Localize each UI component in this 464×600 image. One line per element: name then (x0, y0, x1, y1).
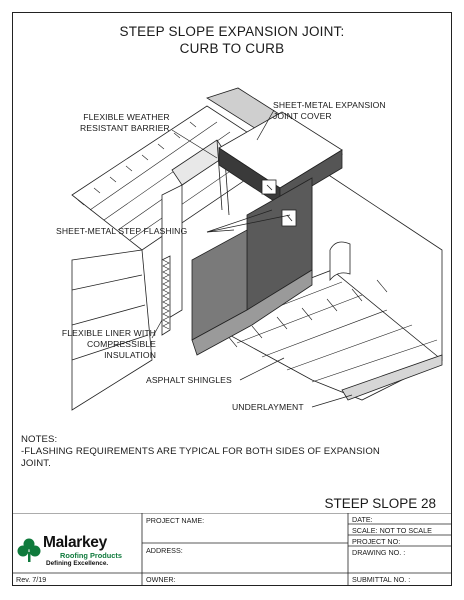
notes-heading: NOTES: (21, 434, 58, 445)
title-block-grid (12, 513, 452, 586)
project-name-label: PROJECT NAME: (146, 516, 205, 525)
sheet-border (12, 12, 452, 586)
liner-insulation-zigzag (162, 259, 170, 330)
shamrock-icon (17, 538, 41, 562)
flashing-curve (329, 241, 351, 282)
logo-name: Malarkey (43, 534, 107, 551)
callout-flexible-barrier-line1: FLEXIBLE WEATHER (83, 112, 170, 122)
notes-line1: -FLASHING REQUIREMENTS ARE TYPICAL FOR B… (21, 446, 380, 457)
notes-block: NOTES: -FLASHING REQUIREMENTS ARE TYPICA… (21, 434, 380, 470)
callout-step-flashing: SHEET-METAL STEP FLASHING (56, 226, 188, 236)
callout-underlayment: UNDERLAYMENT (232, 402, 304, 412)
step-flashing-base (191, 269, 313, 356)
drawing-subtitle: CURB TO CURB (179, 41, 285, 56)
address-label: ADDRESS: (146, 546, 183, 555)
logo-tagline: Defining Excellence. (46, 560, 109, 567)
expansion-joint-drawing (71, 87, 443, 411)
callout-joint-cover: SHEET-METAL EXPANSION JOINT COVER (273, 100, 386, 122)
leader-lines (151, 109, 353, 408)
owner-label: OWNER: (146, 575, 176, 584)
drawing-no-label: DRAWING NO. : (352, 548, 406, 557)
sheet-number: STEEP SLOPE 28 (324, 496, 436, 511)
project-no-label: PROJECT NO: (352, 537, 401, 546)
drawing-title: STEEP SLOPE EXPANSION JOINT: (119, 24, 345, 39)
logo-subtitle: Roofing Products (60, 551, 122, 560)
scale-label: SCALE: NOT TO SCALE (352, 526, 432, 535)
callout-flexible-liner: FLEXIBLE LINER WITH COMPRESSIBLE INSULAT… (32, 328, 156, 361)
callout-liner-line3: INSULATION (104, 350, 156, 360)
callout-liner-line1: FLEXIBLE LINER WITH (61, 328, 156, 338)
date-label: DATE: (352, 515, 373, 524)
submittal-no-label: SUBMITTAL NO. : (352, 575, 411, 584)
callout-joint-cover-line1: SHEET-METAL EXPANSION (273, 100, 386, 110)
callout-flexible-barrier: FLEXIBLE WEATHER RESISTANT BARRIER (72, 112, 170, 134)
notes-line2: JOINT. (21, 458, 51, 469)
callout-liner-line2: COMPRESSIBLE (86, 339, 156, 349)
malarkey-logo: Malarkey Roofing Products Defining Excel… (16, 534, 134, 570)
revision-label: Rev. 7/19 (16, 575, 47, 584)
callout-asphalt-shingles: ASPHALT SHINGLES (146, 375, 232, 385)
callout-flexible-barrier-line2: RESISTANT BARRIER (80, 123, 170, 133)
callout-joint-cover-line2: JOINT COVER (273, 111, 332, 121)
